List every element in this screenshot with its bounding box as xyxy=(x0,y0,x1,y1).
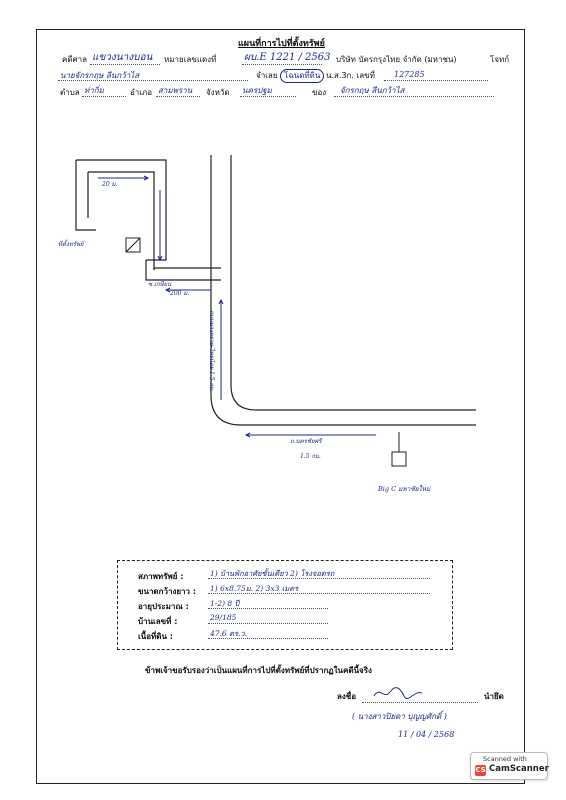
arrow-20m-head xyxy=(143,175,150,181)
area-dotline xyxy=(208,638,328,639)
arrow-200m-head xyxy=(164,287,171,293)
defendant-role: จำเลย xyxy=(256,71,278,80)
court-value: แขวงนางบอน xyxy=(92,52,153,63)
district-dotline xyxy=(156,96,200,97)
camscanner-watermark: Scanned with CS CamScanner xyxy=(470,752,549,780)
subdistrict-label: ตำบล xyxy=(60,88,80,97)
sign-label: ลงชื่อ xyxy=(337,692,357,701)
arrow-main-head xyxy=(218,298,224,305)
map-label-soi: ซ.เกษียน xyxy=(148,281,172,288)
deed-dotline xyxy=(384,80,488,81)
map-label-road-vertical: ถนนบางกรวย-ไทรน้อย 1.5 กม. xyxy=(208,310,215,392)
type-value: 1) บ้านพักอาศัยชั้นเดียว 2) โรงจอดรถ xyxy=(210,569,335,578)
area-value: 47.6 ตร.ว. xyxy=(210,629,247,638)
size-dotline xyxy=(208,593,430,594)
arrow-vertical-soi-head xyxy=(157,255,163,262)
soi-outer xyxy=(76,159,167,261)
size-label: ขนาดกว้างยาว : xyxy=(138,587,197,596)
map-label-1-5km: 1.5 กม. xyxy=(300,453,321,460)
soi-left xyxy=(75,160,96,231)
map-bigc-label: Big C มหาชัยใหม่ xyxy=(378,485,431,493)
house-marker-diagonal xyxy=(125,237,141,253)
deed-number: 127285 xyxy=(394,70,425,79)
signer-name: ( นางสาวปิยดา บุญญศักดิ์ ) xyxy=(352,712,447,721)
road-outlines xyxy=(75,155,476,426)
page-frame xyxy=(36,29,525,784)
age-dotline xyxy=(208,608,328,609)
subdistrict-dotline xyxy=(82,96,126,97)
camscanner-top-text: Scanned with xyxy=(483,755,527,763)
map-label-road-bottom: ถ.นครชัยศรี xyxy=(290,438,322,445)
plaintiff-name: บริษัท บัตรกรุงไทย จำกัด (มหาชน) xyxy=(336,55,457,64)
signature xyxy=(373,687,423,699)
court-label: คดีศาล xyxy=(62,55,88,64)
route-arrows xyxy=(98,175,376,438)
owner-value: จักรกฤษ ลีนกว้าไส xyxy=(340,86,405,95)
deed-alt: น.ส.3ก. เลขที่ xyxy=(326,71,375,80)
house-no-label: บ้านเลขที่ : xyxy=(138,617,178,626)
sign-dotline xyxy=(362,702,478,703)
size-value: 1) 6x8.75ม. 2) 3x3 เมตร xyxy=(210,584,299,593)
owner-label: ของ xyxy=(312,88,327,97)
bigc-marker xyxy=(391,451,407,467)
province-label: จังหวัด xyxy=(206,88,230,97)
area-label: เนื้อที่ดิน : xyxy=(138,632,173,641)
map-label-200m: 200 ม. xyxy=(170,290,190,297)
defendant-value: นายจักรกฤษ ลีนกว้าไส xyxy=(60,71,140,80)
page-title: แผนที่การไปที่ตั้งทรัพย์ xyxy=(238,39,325,49)
arrow-bottom-head xyxy=(244,432,251,438)
property-info-box: สภาพทรัพย์ : 1) บ้านพักอาศัยชั้นเดียว 2)… xyxy=(117,560,453,650)
main-road-left xyxy=(210,155,476,426)
case-no-value: ผบ.E 1221 / 2563 xyxy=(244,52,331,63)
district-label: อำเภอ xyxy=(130,88,153,97)
case-dotline xyxy=(242,64,322,65)
deed-circled: โฉนดที่ดิน xyxy=(280,69,325,83)
camscanner-icon: CS xyxy=(475,765,486,776)
soi-inner xyxy=(88,171,155,270)
map-label-20m: 20 ม. xyxy=(102,181,118,188)
province-value: นครปฐม xyxy=(242,86,272,95)
plaintiff-role: โจทก์ xyxy=(490,55,510,64)
defendant-dotline xyxy=(58,80,248,81)
soi-to-main-inner xyxy=(153,267,221,270)
house-marker xyxy=(125,237,141,253)
certification-statement: ข้าพเจ้าขอรับรองว่าเป็นแผนที่การไปที่ตั้… xyxy=(145,666,372,675)
subdistrict-value: ท่ากิ่ม xyxy=(84,86,104,95)
camscanner-brand: CamScanner xyxy=(489,764,549,774)
soi-to-main-outer xyxy=(145,260,221,281)
sign-role: นำยึด xyxy=(484,692,504,701)
route-map xyxy=(75,155,476,467)
sign-date: 11 / 04 / 2568 xyxy=(398,730,455,739)
house-no-dotline xyxy=(208,623,328,624)
court-dotline xyxy=(90,64,160,65)
main-road-right xyxy=(230,155,476,411)
age-value: 1-2) 8 ปี xyxy=(210,599,240,608)
house-no-value: 29/185 xyxy=(210,613,237,622)
age-label: อายุประมาณ : xyxy=(138,602,189,611)
province-dotline xyxy=(240,96,296,97)
map-house-label: ที่ตั้งทรัพย์ xyxy=(58,241,84,248)
district-value: สามพราน xyxy=(158,86,193,95)
owner-dotline xyxy=(334,96,494,97)
case-no-label: หมายเลขแดงที่ xyxy=(164,55,217,64)
type-dotline xyxy=(208,578,430,579)
type-label: สภาพทรัพย์ : xyxy=(138,572,184,581)
